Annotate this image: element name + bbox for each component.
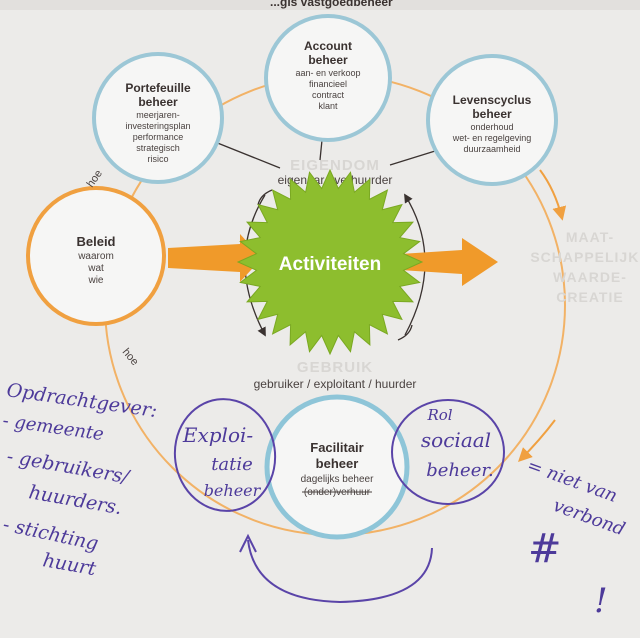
svg-text:beheer: beheer	[472, 107, 512, 121]
svg-text:financieel: financieel	[309, 79, 347, 89]
svg-text:strategisch: strategisch	[136, 143, 180, 153]
handwritten-exclamation-mark: !	[594, 581, 608, 621]
svg-text:dagelijks beheer: dagelijks beheer	[301, 474, 374, 485]
svg-text:investeringsplan: investeringsplan	[125, 121, 190, 131]
node-portefeuille-beheer: Portefeuille beheer meerjaren- investeri…	[92, 52, 224, 184]
svg-text:waarom: waarom	[77, 251, 114, 262]
svg-text:beheer: beheer	[138, 95, 178, 109]
svg-text:duurzaamheid: duurzaamheid	[463, 144, 520, 154]
handwritten-exploitatie-circle: Exploi- tatie beheer	[173, 398, 277, 512]
handwritten-sociaal-circle: Rol sociaal beheer.	[391, 399, 505, 505]
svg-text:onderhoud: onderhoud	[470, 122, 513, 132]
svg-text:wet- en regelgeving: wet- en regelgeving	[452, 133, 532, 143]
svg-text:beheer: beheer	[316, 456, 359, 471]
paper-top-band	[0, 0, 640, 10]
handwritten-hash-mark: #	[528, 526, 562, 572]
arrow-to-portefeuille	[208, 138, 281, 169]
svg-text:beheer.: beheer.	[426, 460, 493, 481]
handwritten-loop-arrowhead	[239, 533, 257, 553]
svg-text:wat: wat	[87, 263, 104, 274]
activiteiten-starburst	[236, 168, 424, 356]
arrow-beleid-to-activiteiten	[168, 234, 262, 282]
svg-text:Facilitair: Facilitair	[310, 440, 363, 455]
activiteiten-label: Activiteiten	[279, 254, 381, 275]
eigendom-label: EIGENDOM	[290, 157, 380, 174]
handwritten-loop-arrow	[247, 539, 433, 604]
svg-text:Beleid: Beleid	[76, 234, 115, 249]
svg-text:beheer: beheer	[204, 481, 262, 500]
cycle-arrow-right-bottom	[397, 324, 413, 341]
role-user-text: gebruiker / exploitant / huurder	[254, 377, 417, 391]
cycle-arrow-left-top	[257, 189, 273, 206]
svg-text:tatie: tatie	[211, 454, 253, 475]
svg-text:contract: contract	[312, 90, 345, 100]
svg-text:Rol: Rol	[426, 406, 452, 424]
svg-text:Levenscyclus: Levenscyclus	[453, 93, 532, 107]
node-levenscyclus-beheer: Levenscyclus beheer onderhoud wet- en re…	[426, 54, 558, 186]
svg-text:meerjaren-: meerjaren-	[136, 110, 180, 120]
header-title-fragment: ...gis vastgoedbeheer	[270, 0, 393, 9]
node-beleid: Beleid waarom wat wie	[26, 186, 166, 326]
svg-text:wie: wie	[87, 275, 103, 286]
gebruik-label: GEBRUIK	[297, 359, 373, 376]
svg-text:WAARDE-: WAARDE-	[553, 269, 627, 285]
svg-text:klant: klant	[318, 101, 338, 111]
svg-text:CREATIE: CREATIE	[556, 289, 623, 305]
svg-text:risico: risico	[147, 154, 168, 164]
arrow-activiteiten-to-value	[400, 238, 498, 286]
node-facilitair-beheer: Facilitair beheer dagelijks beheer (onde…	[264, 394, 410, 540]
svg-text:Exploi-: Exploi-	[182, 423, 254, 447]
svg-text:beheer: beheer	[308, 53, 348, 67]
cycle-arrow-top-right	[539, 169, 567, 221]
svg-text:MAAT-: MAAT-	[566, 229, 614, 245]
svg-text:aan- en verkoop: aan- en verkoop	[295, 68, 360, 78]
svg-text:Account: Account	[304, 39, 352, 53]
svg-text:SCHAPPELIJKE: SCHAPPELIJKE	[530, 249, 640, 265]
node-account-beheer: Account beheer aan- en verkoop financiee…	[264, 14, 392, 142]
svg-text:performance: performance	[133, 132, 184, 142]
svg-text:sociaal: sociaal	[421, 428, 491, 452]
value-creation-label: MAAT- SCHAPPELIJKE WAARDE- CREATIE	[530, 229, 640, 305]
svg-text:Portefeuille: Portefeuille	[125, 81, 191, 95]
cycle-arrow-bottom-right	[518, 419, 556, 462]
